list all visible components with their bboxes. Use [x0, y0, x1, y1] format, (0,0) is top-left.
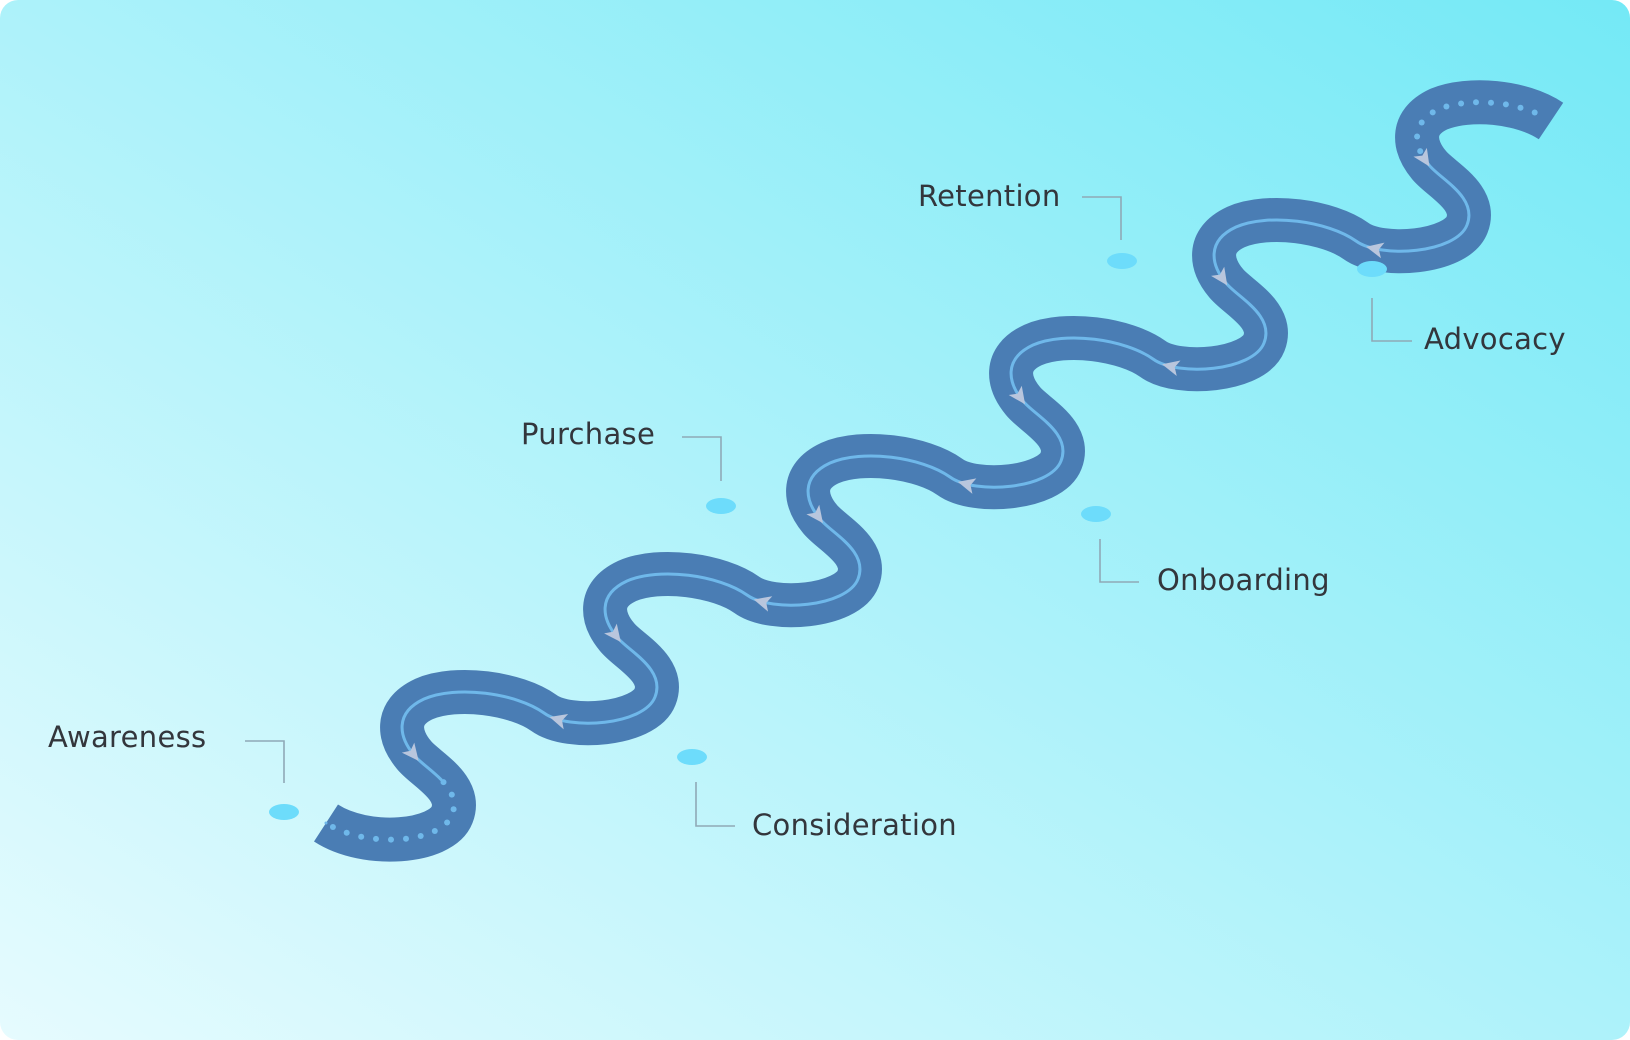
road-arrow-icon: [753, 596, 773, 612]
stage-label-purchase: Purchase: [521, 417, 655, 451]
road-dot: [403, 835, 409, 842]
stage-connector-advocacy: [1371, 298, 1412, 342]
road-arrow-icon: [1413, 147, 1430, 167]
road-dot: [388, 836, 394, 843]
stage-marker-consideration: [677, 749, 707, 765]
journey-road: [314, 80, 1564, 862]
stage-marker-retention: [1107, 253, 1137, 269]
road-dot: [1502, 101, 1509, 108]
stage-label-advocacy: Advocacy: [1424, 322, 1566, 356]
road-dot: [431, 828, 438, 834]
road-dot: [1414, 133, 1421, 140]
road-dot: [417, 833, 424, 839]
stage-marker-onboarding: [1081, 506, 1111, 522]
road-dot: [1531, 109, 1538, 116]
road-dot: [329, 824, 336, 830]
stage-marker-purchase: [706, 498, 736, 514]
stage-awareness: Awareness: [48, 720, 299, 820]
road-arrow-icon: [1008, 385, 1026, 405]
road-arrow-icon: [604, 623, 621, 643]
road-arrow-icon: [1211, 266, 1228, 286]
road-arrow-icon: [957, 478, 977, 494]
stage-connector-consideration: [695, 782, 735, 827]
stage-label-onboarding: Onboarding: [1157, 563, 1330, 597]
stage-label-consideration: Consideration: [752, 808, 957, 842]
road-dot: [1488, 99, 1494, 106]
stage-connector-retention: [1082, 196, 1122, 240]
stage-marker-awareness: [269, 804, 299, 820]
road-dot: [450, 806, 457, 813]
road-direction-arrows: [401, 147, 1430, 761]
road-dot: [1473, 99, 1479, 106]
road-dots: [329, 99, 1538, 843]
stage-purchase: Purchase: [521, 417, 736, 514]
road-arrow-icon: [401, 742, 419, 761]
stage-connector-purchase: [682, 436, 722, 481]
stage-connector-onboarding: [1099, 539, 1139, 583]
road-arrow-icon: [1162, 360, 1181, 377]
road-dot: [343, 829, 350, 836]
road-dot: [448, 791, 455, 798]
road-dot: [1458, 100, 1465, 107]
stage-consideration: Consideration: [677, 749, 957, 842]
road-dot: [1429, 109, 1436, 116]
stage-onboarding: Onboarding: [1081, 506, 1330, 597]
road-dot: [1417, 148, 1424, 155]
road-arrow-icon: [1366, 242, 1385, 259]
stage-connector-awareness: [245, 740, 285, 783]
stage-marker-advocacy: [1357, 261, 1387, 277]
stage-label-awareness: Awareness: [48, 720, 206, 754]
road-dot: [1418, 119, 1425, 126]
road-dot: [1443, 103, 1450, 110]
road-dot: [1517, 104, 1524, 111]
stage-retention: Retention: [918, 179, 1137, 269]
road-dot: [440, 779, 447, 786]
road-dot: [358, 833, 365, 840]
road-dot: [373, 835, 379, 842]
road-arrow-icon: [806, 504, 823, 524]
stage-advocacy: Advocacy: [1357, 261, 1566, 356]
road-arrow-icon: [549, 714, 569, 730]
stage-label-retention: Retention: [918, 179, 1061, 213]
road-center-line: [324, 100, 1553, 842]
road-dot: [444, 819, 451, 826]
